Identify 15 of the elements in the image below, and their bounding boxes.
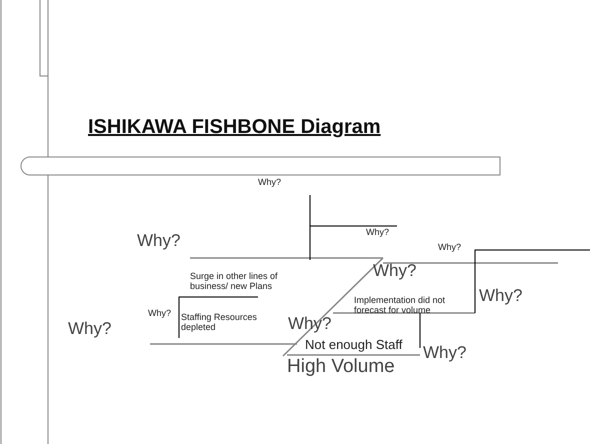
why-label: Why? <box>366 228 390 238</box>
cause-label: Not enough Staff <box>305 338 402 352</box>
why-label: Why? <box>438 243 462 253</box>
why-label: Why? <box>373 262 416 281</box>
why-label: Why? <box>68 320 112 339</box>
why-label: Why? <box>423 344 466 363</box>
cause-label: High Volume <box>287 357 395 378</box>
why-label: Why? <box>258 178 282 188</box>
why-label: Why? <box>148 309 172 319</box>
why-label: Why? <box>137 232 180 251</box>
slide-title: ISHIKAWA FISHBONE Diagram <box>88 116 381 139</box>
cause-label: Implementation did not forecast for volume <box>354 296 446 316</box>
why-label: Why? <box>479 287 522 306</box>
cause-label: Surge in other lines of business/ new Plans <box>190 272 279 292</box>
cause-label: Staffing Resources depleted <box>181 313 258 333</box>
